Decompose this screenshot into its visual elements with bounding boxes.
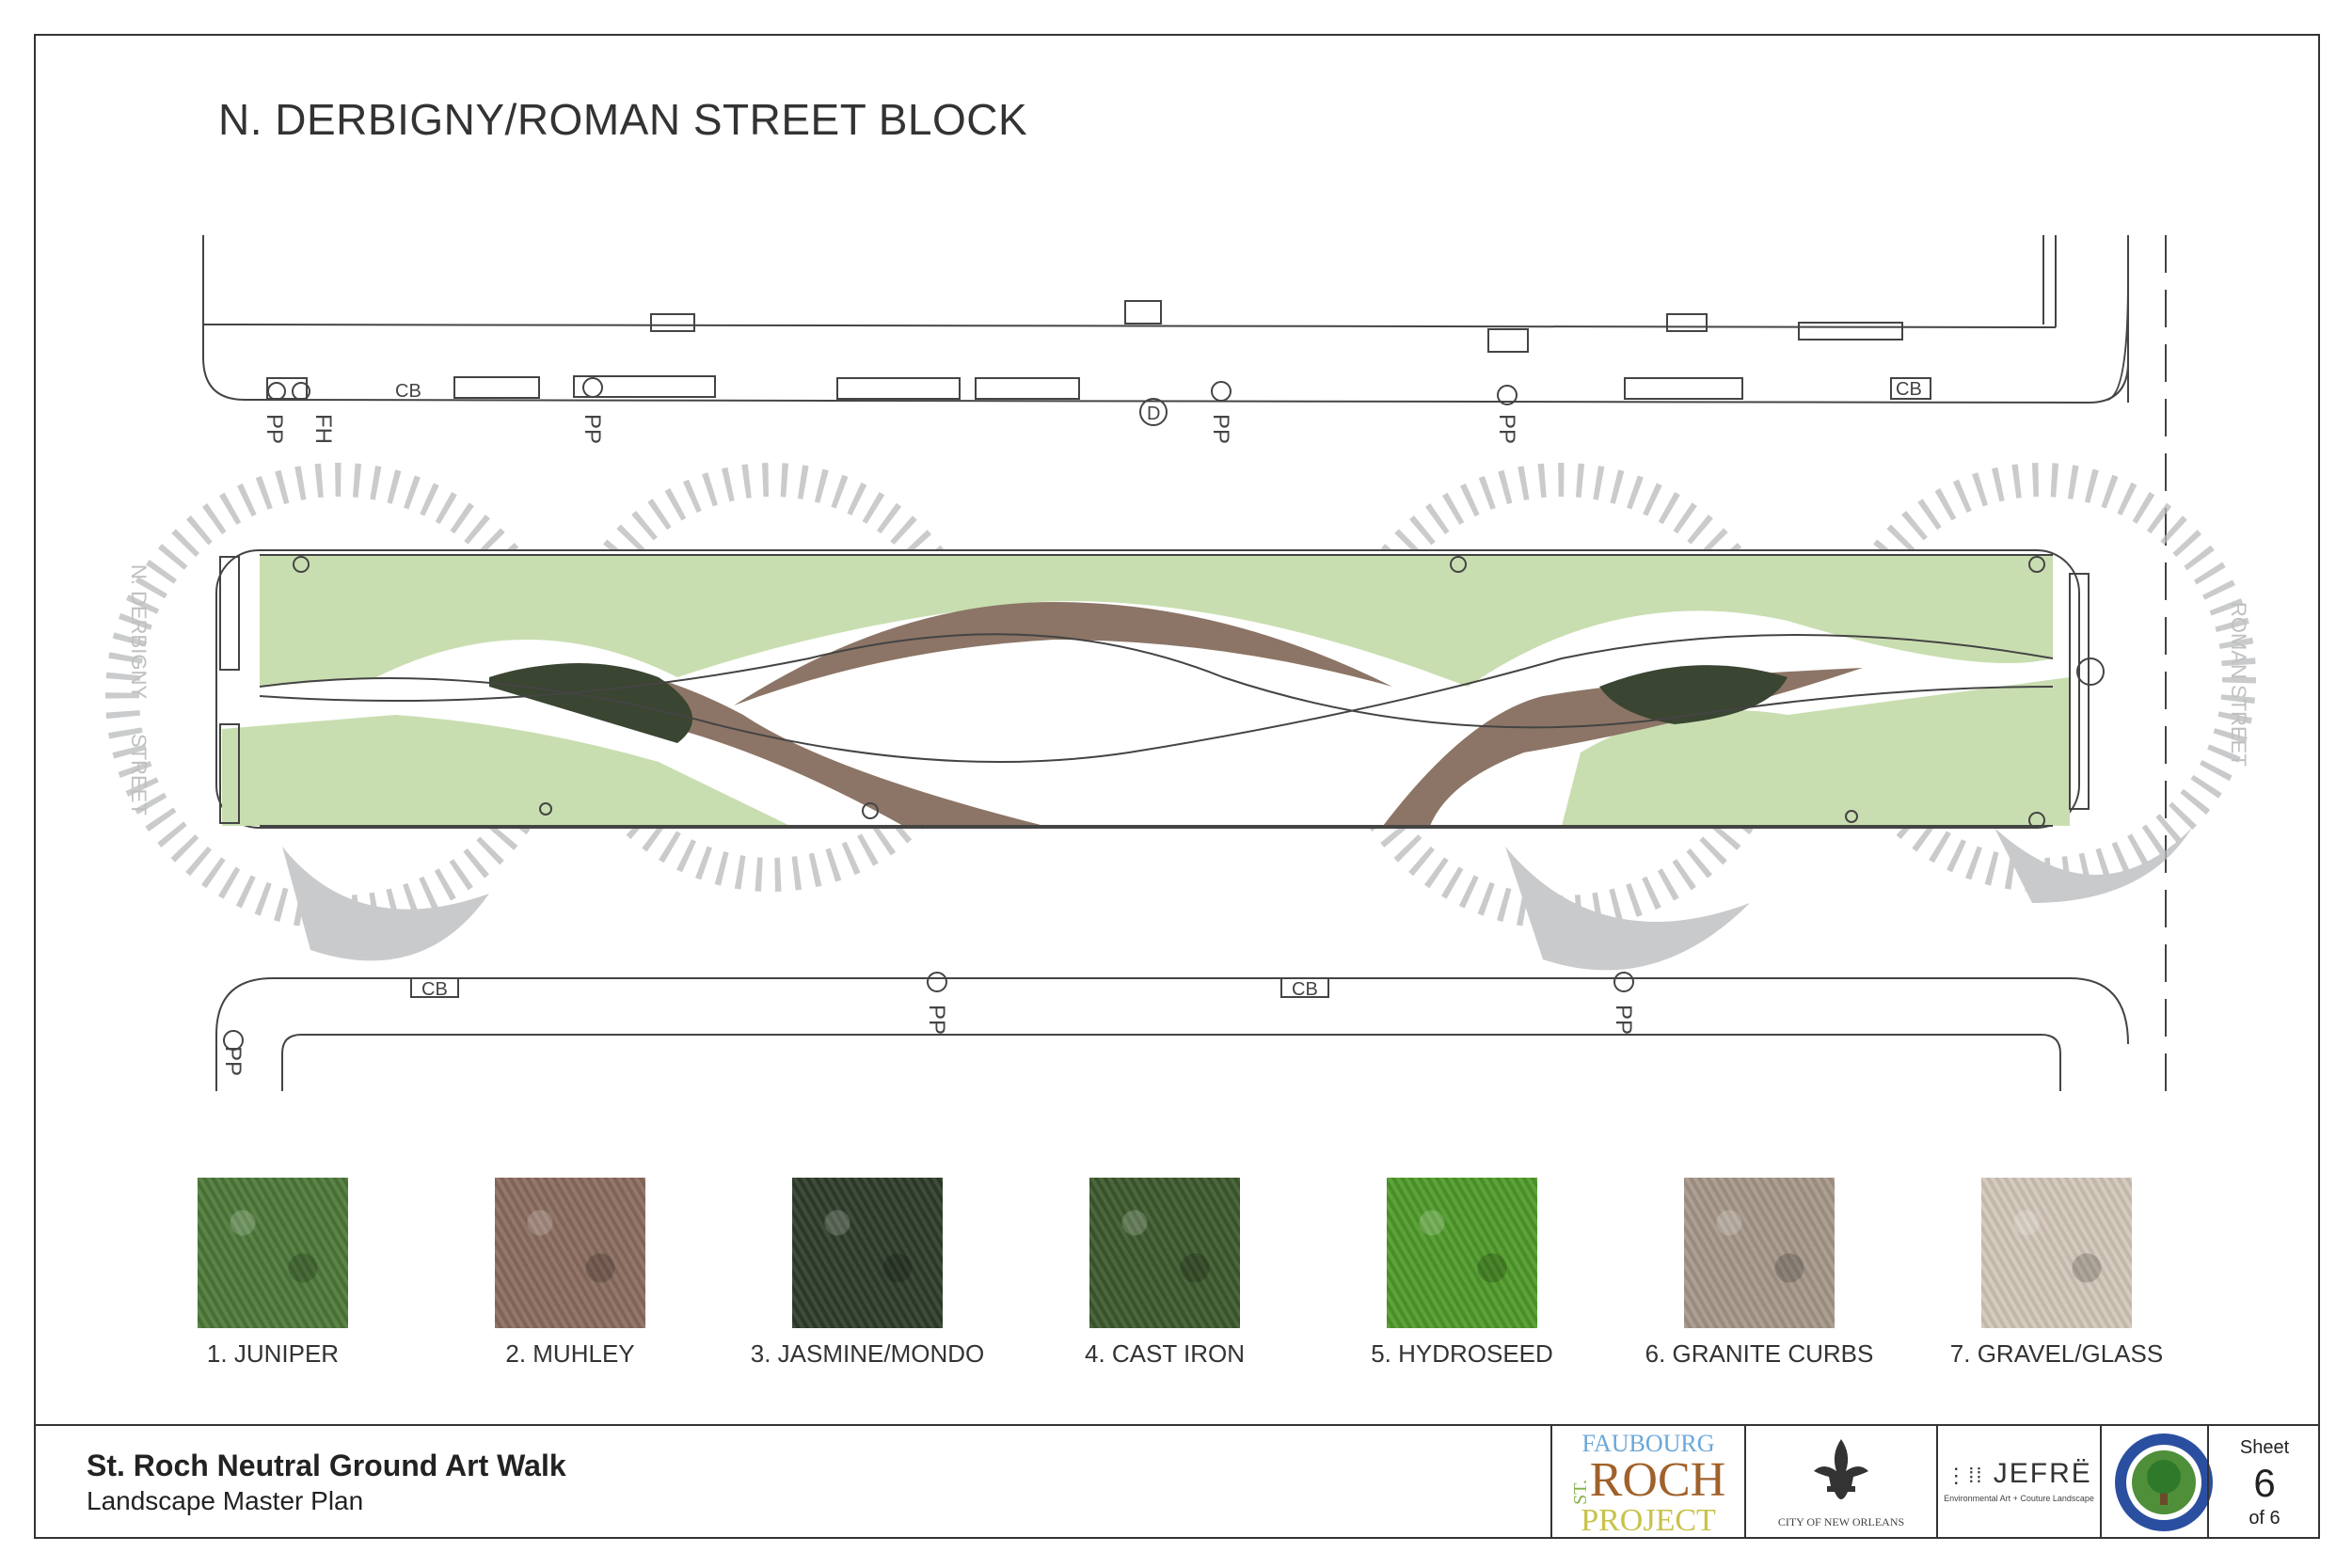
city-seal-logo: [2100, 1426, 2226, 1539]
catch-basin-label: CB: [1292, 979, 1318, 1000]
sheet-total: of 6: [2249, 1508, 2280, 1528]
city-caption: CITY OF NEW ORLEANS: [1777, 1515, 1905, 1528]
power-pole-label: PP: [262, 414, 287, 444]
sheet-number-box: Sheet 6 of 6: [2207, 1426, 2320, 1539]
material-label: 2. MUHLEY: [505, 1339, 635, 1368]
power-pole-label: PP: [1208, 414, 1233, 444]
sheet-number: 6: [2253, 1461, 2276, 1505]
swatch-jasmine: [792, 1178, 943, 1328]
drain-label: D: [1147, 404, 1160, 424]
dots-icon: ⋮⁞⁞: [1946, 1464, 1984, 1487]
neutral-ground: [215, 549, 2105, 829]
swatch-cast-iron: [1089, 1178, 1240, 1328]
project-title: St. Roch Neutral Ground Art Walk: [87, 1449, 566, 1482]
catch-basin-label: CB: [395, 381, 421, 402]
logo-line: ST.: [1569, 1480, 1591, 1505]
sheet-label: Sheet: [2239, 1437, 2290, 1458]
south-curb: [215, 972, 2129, 1091]
catch-basin-label: CB: [421, 979, 448, 1000]
jasmine-right: [1599, 665, 1788, 724]
swatch-gravel-glass: [1981, 1178, 2132, 1328]
drawing-frame: [34, 34, 2320, 1539]
material-label: 4. CAST IRON: [1084, 1339, 1245, 1368]
cross-street-labels: N. DERBIGNY STREET ROMAN STREET: [127, 564, 2250, 816]
material-label: 6. GRANITE CURBS: [1645, 1339, 1874, 1368]
power-pole-label: PP: [580, 414, 605, 444]
material-label: 7. GRAVEL/GLASS: [1949, 1339, 2164, 1368]
swatch-muhley: [495, 1178, 645, 1328]
lawn-upper: [260, 555, 2053, 687]
project-subtitle: Landscape Master Plan: [87, 1486, 364, 1515]
power-pole-label: PP: [220, 1046, 246, 1076]
fire-hydrant-label: FH: [310, 414, 336, 444]
swatch-juniper: [198, 1178, 348, 1328]
page-title: N. DERBIGNY/ROMAN STREET BLOCK: [218, 95, 1028, 144]
logo-line: PROJECT: [1581, 1503, 1716, 1538]
seal-icon: [2115, 1433, 2213, 1531]
lawn-lower: [222, 715, 790, 826]
logo-line: ROCH: [1589, 1453, 1726, 1507]
catch-basin-label: CB: [1896, 379, 1922, 400]
roman-street-label: ROMAN STREET: [2227, 602, 2250, 767]
derbigny-label: N. DERBIGNY: [127, 564, 151, 699]
jefre-name: JEFRË: [1993, 1458, 2092, 1489]
jasmine-left: [489, 663, 692, 743]
power-pole-label: PP: [924, 1005, 949, 1035]
logo-line: FAUBOURG: [1581, 1430, 1715, 1457]
power-pole-label: PP: [1611, 1005, 1636, 1035]
south-utility-labels: CB CB PP PP PP: [220, 979, 1636, 1076]
swatch-granite-curbs: [1684, 1178, 1835, 1328]
north-curb: [202, 235, 2167, 1091]
power-pole-label: PP: [1494, 414, 1519, 444]
jefre-logo: ⋮⁞⁞ JEFRË Environmental Art + Couture La…: [1936, 1426, 2100, 1539]
jefre-caption: Environmental Art + Couture Landscape: [1944, 1494, 2094, 1503]
north-utility-labels: CB CB D PP FH PP PP PP: [262, 379, 1922, 444]
street-label-left: STREET: [127, 734, 151, 816]
swatch-hydroseed: [1387, 1178, 1537, 1328]
faubourg-logo: FAUBOURG ST. ROCH PROJECT: [1550, 1426, 1744, 1539]
material-label: 3. JASMINE/MONDO: [750, 1339, 985, 1368]
material-label: 1. JUNIPER: [206, 1339, 340, 1368]
title-block: St. Roch Neutral Ground Art Walk Landsca…: [34, 1424, 2320, 1539]
city-logo: CITY OF NEW ORLEANS: [1744, 1426, 1936, 1539]
muhley-center: [734, 602, 1392, 705]
fleur-de-lis-icon: [1814, 1439, 1868, 1499]
material-label: 5. HYDROSEED: [1371, 1339, 1553, 1368]
